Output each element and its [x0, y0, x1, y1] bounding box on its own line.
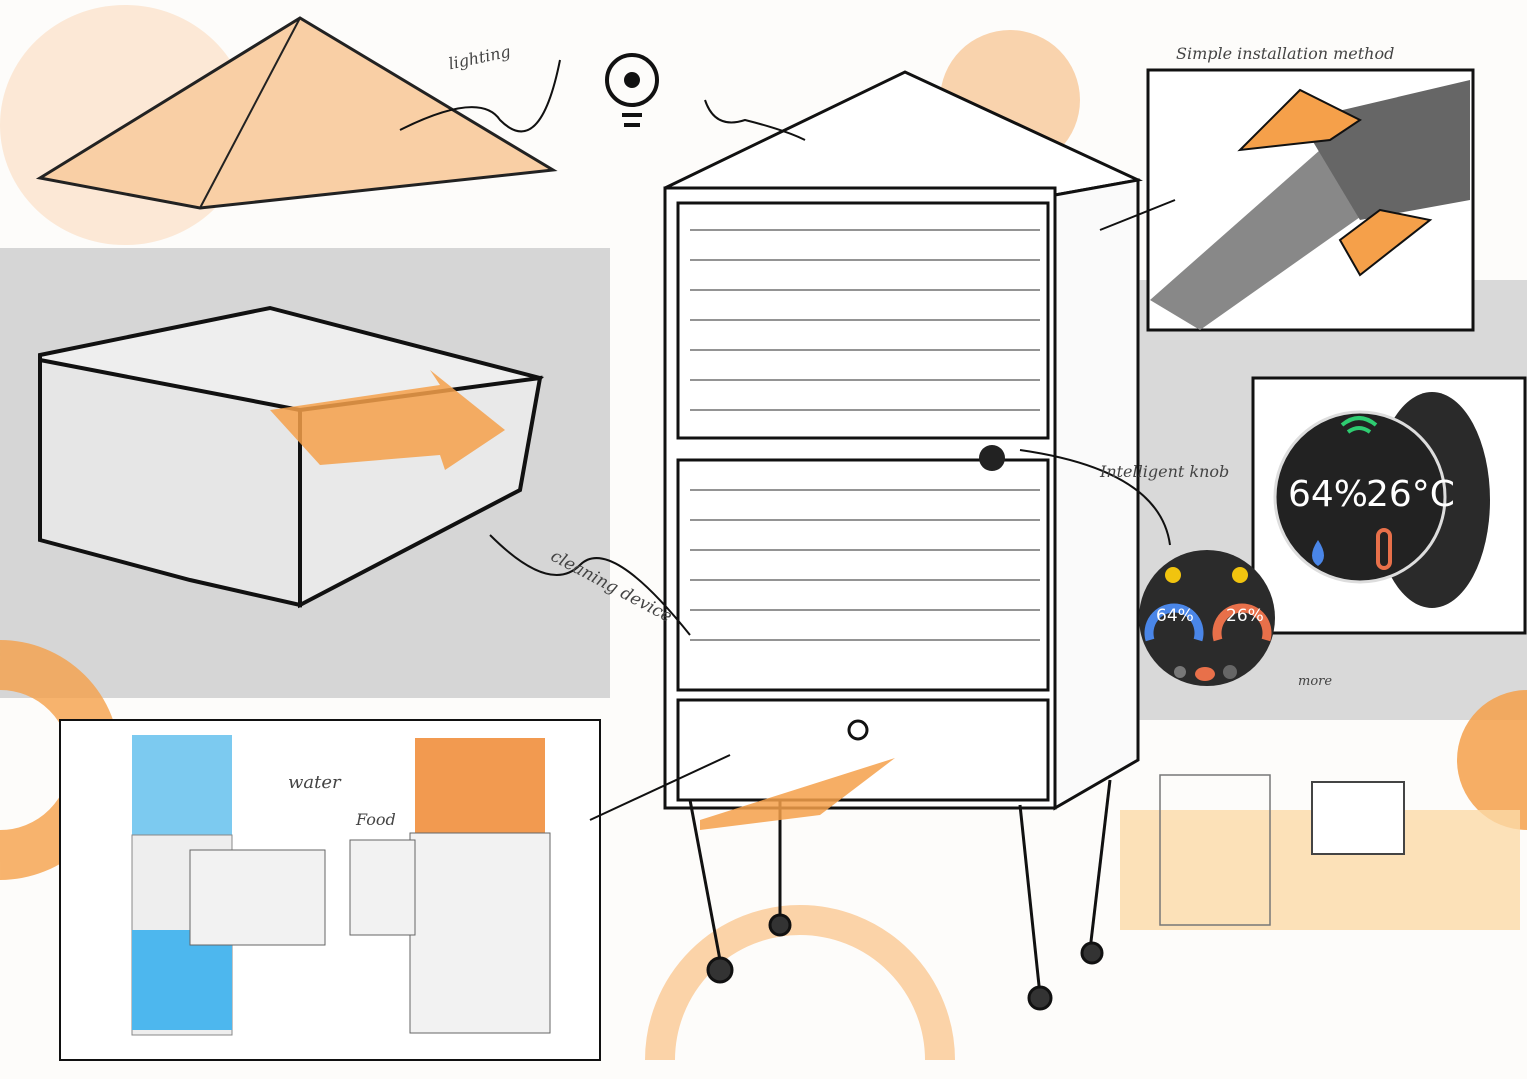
- pipe-lower: [1150, 150, 1370, 330]
- temperature-gauge: [1212, 603, 1272, 642]
- knob-temperature-value: 26°C: [1366, 474, 1455, 515]
- knob-on-cage: [979, 445, 1005, 471]
- knob-humidity-value: 64%: [1288, 474, 1369, 515]
- lightbulb-icon: [605, 53, 659, 127]
- home-icon: [1195, 667, 1215, 681]
- bird-cage-sketch: [663, 70, 1143, 1011]
- gear-icon: [1223, 665, 1237, 679]
- sad-face-icon: [1165, 567, 1181, 583]
- humidity-icon: [1312, 540, 1324, 566]
- label-food: Food: [356, 810, 396, 829]
- rotate-arrow: [1237, 88, 1362, 152]
- roof-preview: [1311, 781, 1405, 855]
- food-tank: [415, 738, 545, 833]
- roof-ridge: [199, 17, 301, 209]
- humidity-gauge: [1144, 603, 1204, 642]
- label-installation: Simple installation method: [1176, 44, 1395, 63]
- cage-preview: [1159, 774, 1271, 926]
- food-dispenser-body: [409, 832, 551, 1034]
- water-tank: [132, 735, 232, 835]
- cage-bars: [690, 229, 1040, 641]
- label-water: water: [288, 772, 341, 793]
- orange-circle: [1457, 690, 1527, 830]
- label-intelligent-knob: Intelligent knob: [1100, 462, 1230, 481]
- tray-highlight: [700, 758, 895, 830]
- connector-lines: [399, 59, 1176, 821]
- wifi-icon: [1340, 416, 1378, 434]
- small-knob-humidity: 64%: [1156, 606, 1194, 626]
- water-spout: [189, 849, 326, 946]
- small-knob-temperature: 26%: [1226, 606, 1264, 626]
- roof-sketch: [35, 16, 558, 210]
- label-more: more: [1298, 674, 1333, 689]
- bulb-icon: [1174, 666, 1186, 678]
- rotate-arrow: [1338, 208, 1433, 277]
- food-tray: [349, 839, 416, 936]
- orange-arc: [645, 905, 955, 1061]
- knob-ui-screen: [1139, 550, 1275, 686]
- thermometer-icon: [1376, 528, 1392, 570]
- smile-face-icon: [1232, 567, 1248, 583]
- slide-out-arrow: [270, 370, 505, 470]
- water-reservoir: [132, 930, 232, 1030]
- knob-face: [1273, 410, 1447, 584]
